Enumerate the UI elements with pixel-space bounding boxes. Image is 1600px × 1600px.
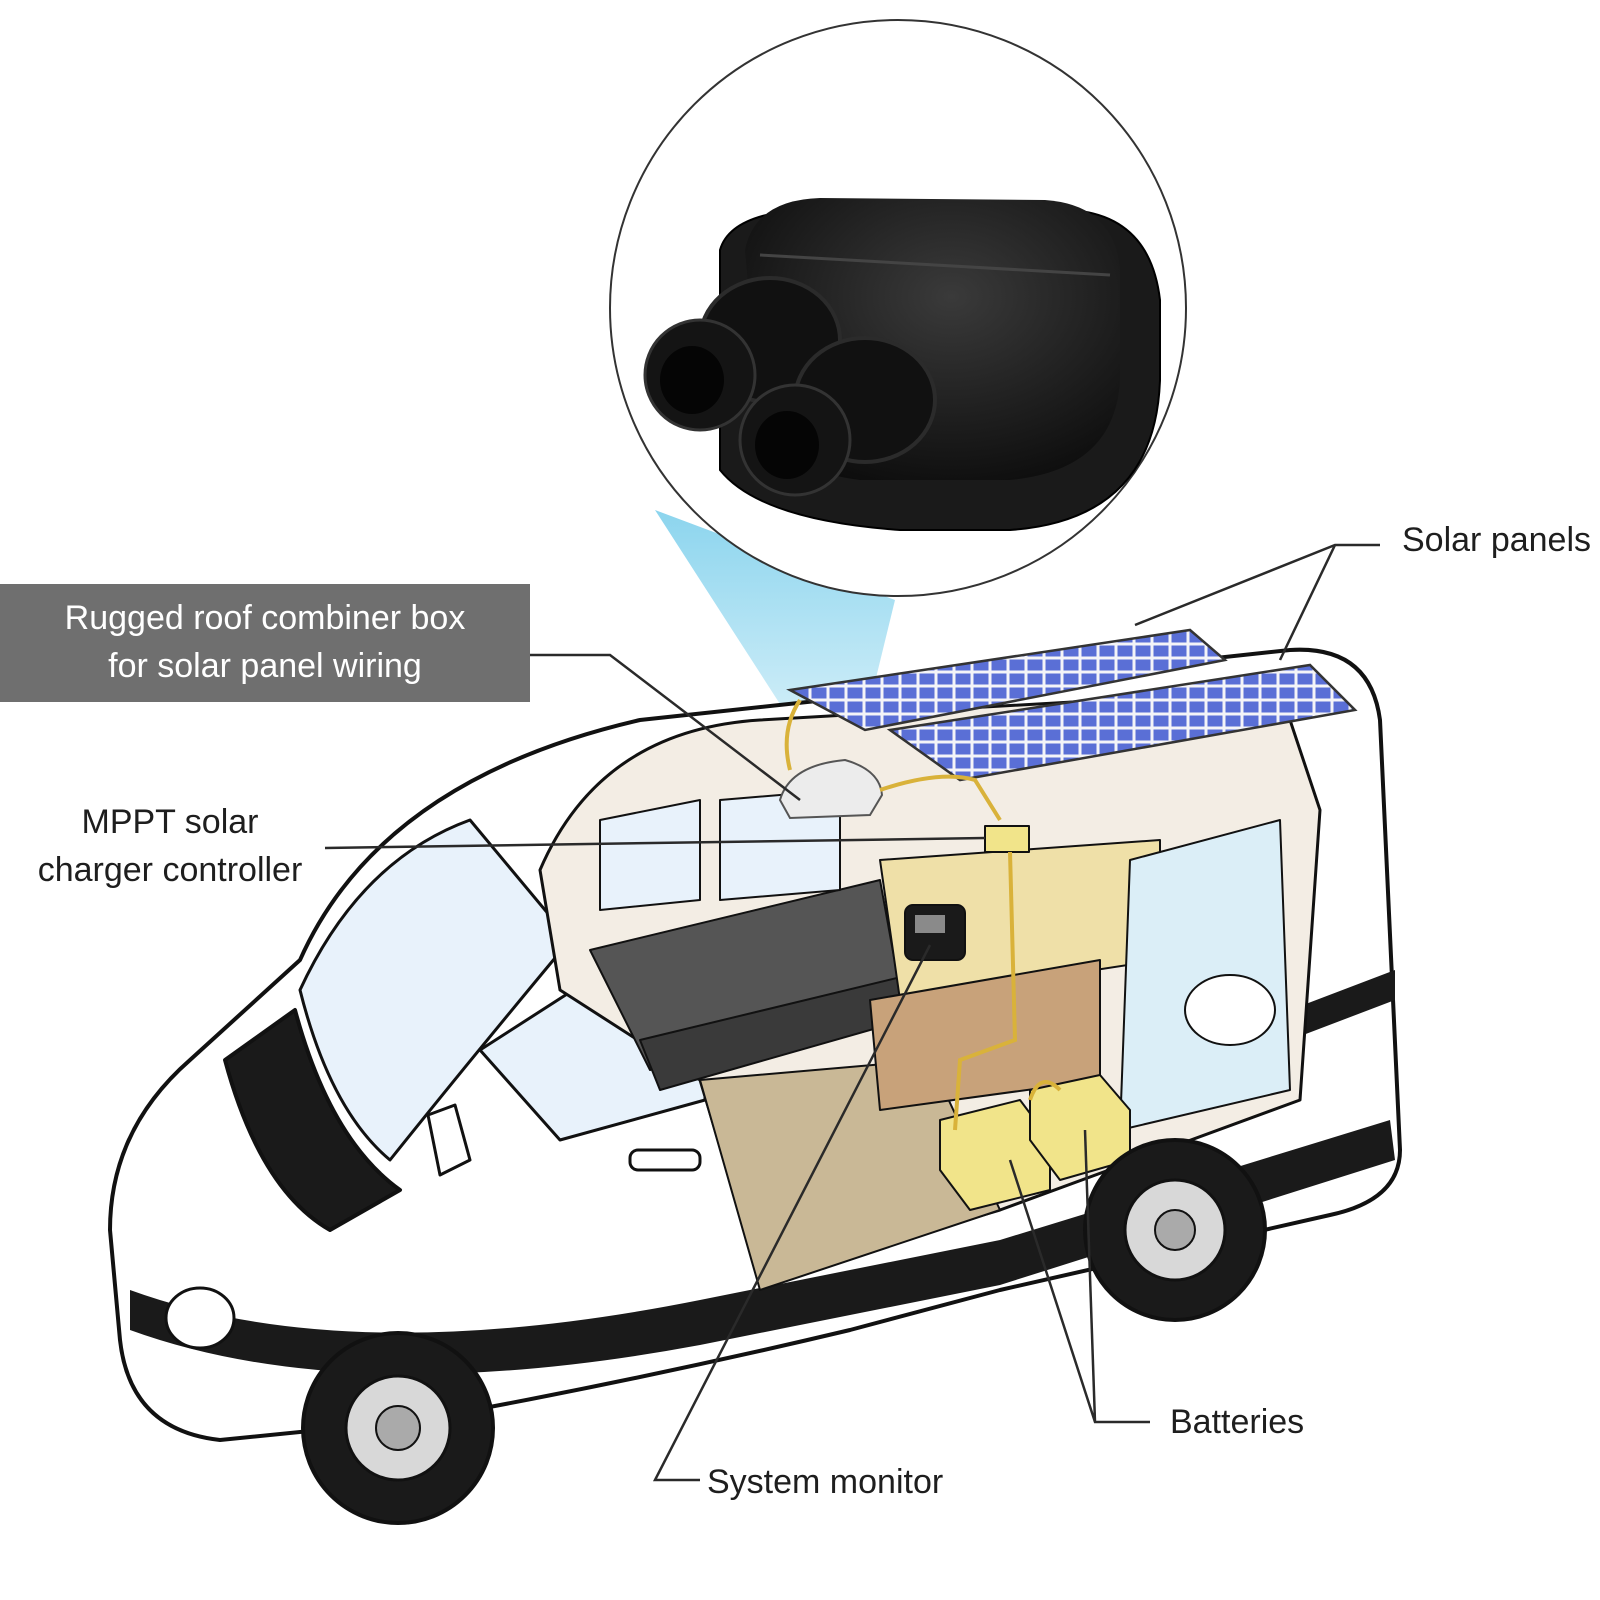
combiner-box-closeup — [609, 19, 1187, 597]
wiring — [784, 698, 1062, 1131]
mppt-unit — [984, 825, 1030, 853]
combiner-box-label-line-2: for solar panel wiring — [108, 647, 422, 685]
front-wheel — [301, 1331, 495, 1525]
leader-mppt — [324, 836, 986, 850]
leader-lines — [324, 543, 1380, 1482]
combiner-box-label: Rugged roof combiner box for solar panel… — [0, 584, 530, 702]
combiner-box-label-line-1: Rugged roof combiner box — [64, 599, 466, 637]
leader-solar-a — [1134, 543, 1380, 627]
mppt-label-line-1: MPPT solar — [81, 803, 259, 841]
solar-panels-label: Solar panels — [1402, 521, 1592, 559]
system-monitor-label: System monitor — [707, 1463, 944, 1501]
mppt-label: MPPT solar charger controller — [0, 798, 340, 894]
leader-combiner — [530, 653, 801, 801]
mppt-label-line-2: charger controller — [37, 851, 303, 889]
batteries-drawing — [939, 1074, 1131, 1211]
solar-panels-drawing — [786, 628, 1358, 782]
camper-van — [108, 647, 1402, 1525]
batteries-label: Batteries — [1170, 1403, 1305, 1441]
leader-batteries-b — [1083, 1129, 1097, 1423]
cable-gland-right — [738, 336, 937, 497]
roof-combiner-box — [778, 758, 884, 820]
leader-monitor — [652, 944, 932, 1482]
leader-solar-b — [1278, 544, 1337, 661]
bathroom — [1119, 819, 1291, 1131]
rear-wheel — [1083, 1138, 1267, 1322]
